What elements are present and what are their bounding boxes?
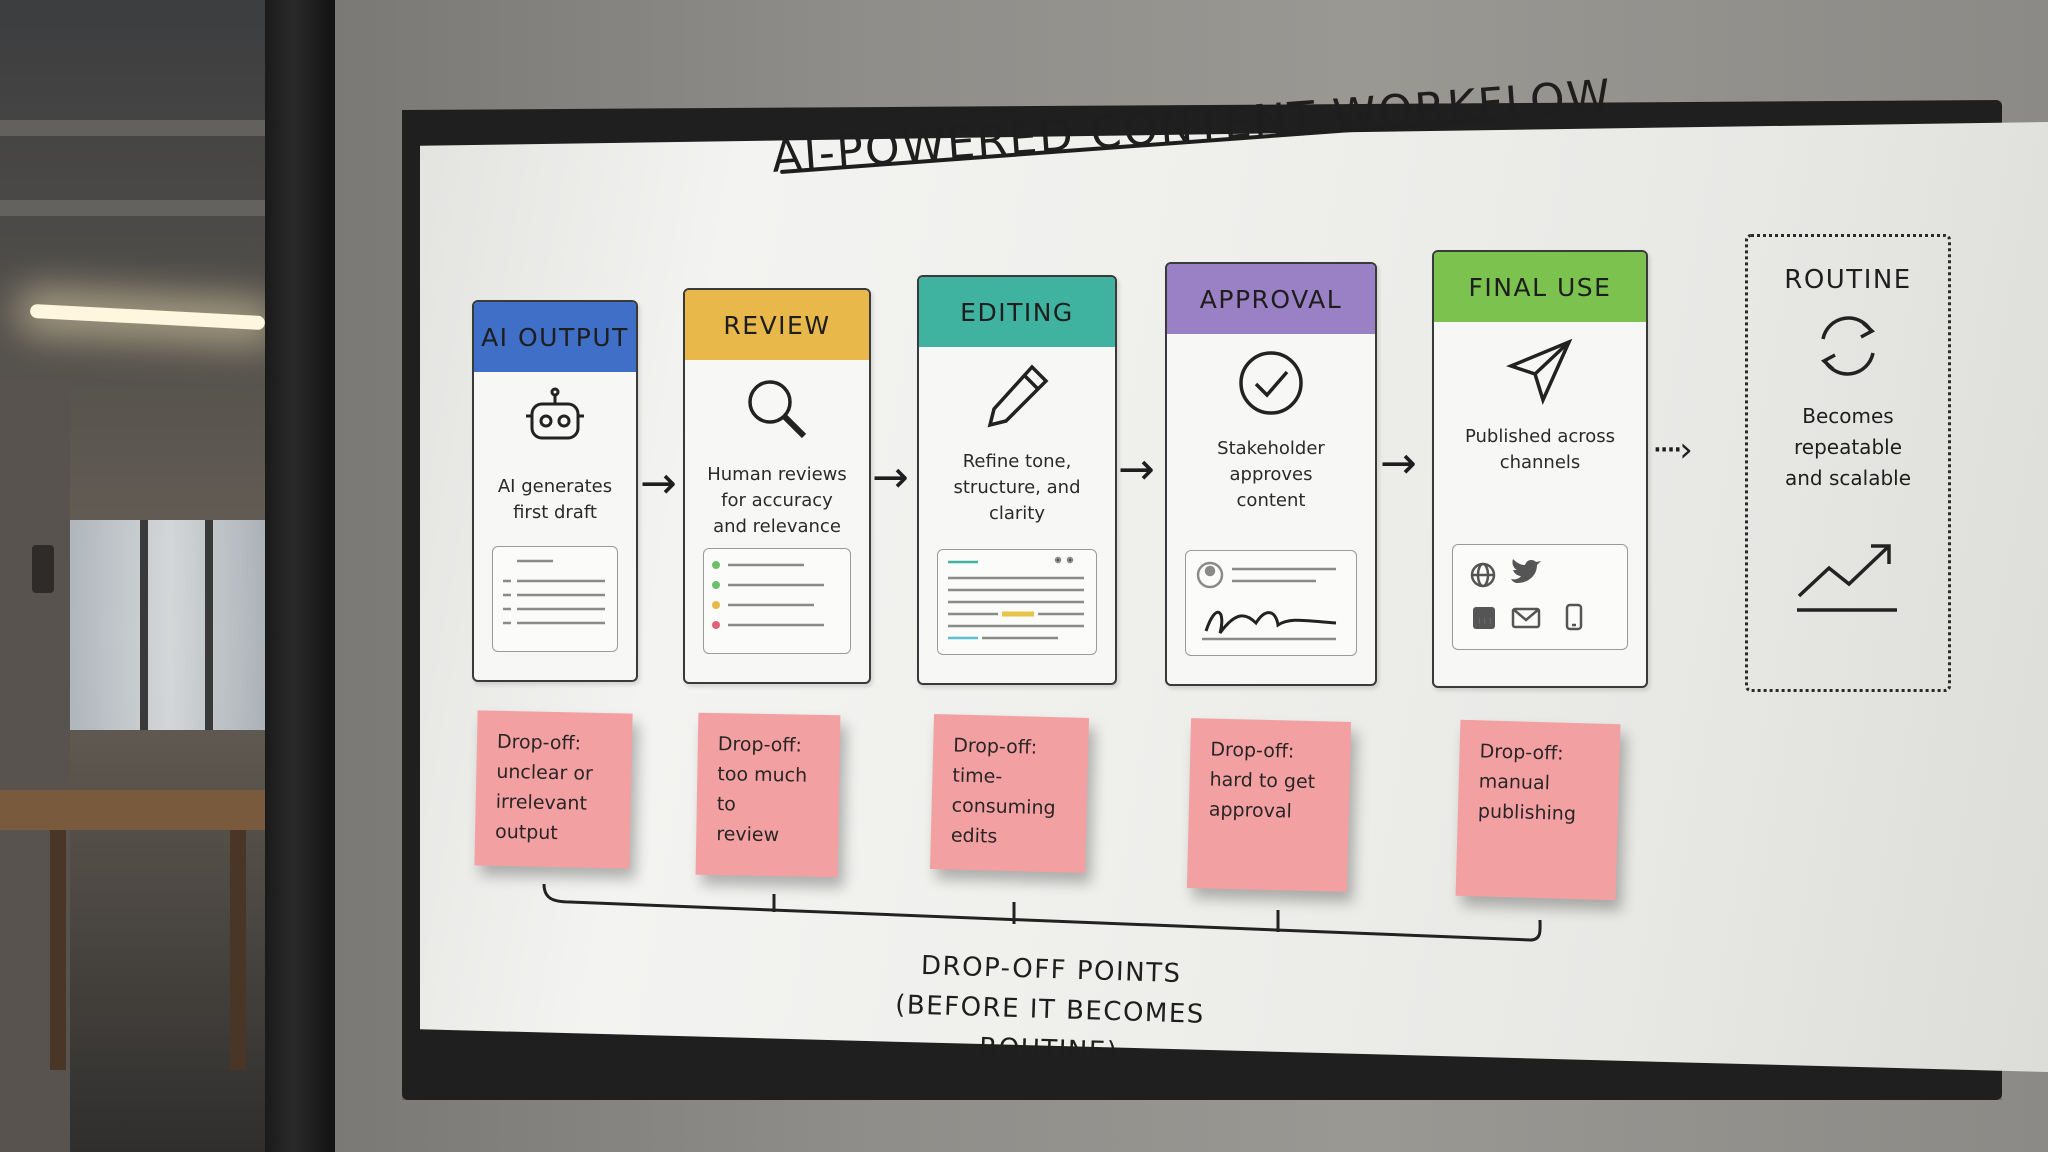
check-circle-icon [1167, 348, 1375, 428]
checklist-sketch [703, 548, 851, 654]
sticky-note-text: Drop-off: manual publishing [1478, 736, 1600, 829]
stage-header: AI OUTPUT [474, 302, 636, 372]
wall-lamp [32, 545, 54, 593]
paper-plane-icon [1434, 336, 1646, 416]
phone-icon [1567, 605, 1581, 629]
flow-arrow: → [640, 458, 677, 509]
stage-description: Stakeholder approves content [1183, 436, 1359, 514]
ceiling-light [30, 304, 265, 330]
sticky-note: Drop-off: manual publishing [1456, 720, 1621, 900]
stage-card-final-use: FINAL USE Published across channels in [1432, 250, 1648, 688]
channels-sketch: in [1452, 544, 1628, 650]
routine-title: ROUTINE [1748, 265, 1948, 295]
stage-card-review: REVIEW Human reviews for accuracy and re… [683, 288, 871, 684]
draft-document-sketch [492, 546, 618, 652]
stage-card-ai-output: AI OUTPUT AI generates first draft [472, 300, 638, 682]
ceiling-beam [0, 200, 300, 216]
text-editor-sketch [937, 549, 1097, 655]
flow-arrow: → [1118, 444, 1155, 495]
sticky-note-text: Drop-off: hard to get approval [1209, 735, 1331, 828]
window-mullion [205, 520, 213, 730]
ceiling-beam [0, 120, 300, 136]
office-background [0, 0, 300, 1152]
office-window [70, 520, 270, 730]
sticky-note: Drop-off: hard to get approval [1187, 718, 1351, 892]
svg-text:in: in [1477, 611, 1493, 629]
dotted-arrow: ····› [1652, 430, 1689, 470]
flow-arrow: → [1380, 438, 1417, 489]
stage-header: FINAL USE [1434, 252, 1646, 322]
stage-description: Published across channels [1450, 424, 1630, 476]
window-mullion [140, 520, 148, 730]
desk-leg [50, 830, 66, 1070]
stage-header: APPROVAL [1167, 264, 1375, 334]
flow-arrow: → [872, 452, 909, 503]
robot-icon [474, 386, 636, 466]
sticky-note: Drop-off: unclear or irrelevant output [474, 710, 632, 868]
stage-card-approval: APPROVAL Stakeholder approves content [1165, 262, 1377, 686]
twitter-icon [1511, 559, 1541, 583]
stage-header: REVIEW [685, 290, 869, 360]
sticky-note: Drop-off: too much to review [696, 713, 841, 877]
routine-box: ROUTINE Becomes repeatable and scalable [1745, 234, 1951, 692]
door-frame [265, 0, 335, 1152]
stage-description: Refine tone, structure, and clarity [935, 449, 1099, 527]
sticky-note-text: Drop-off: too much to review [716, 729, 820, 851]
mail-icon [1513, 609, 1539, 627]
dropoff-bracket [530, 880, 1570, 960]
routine-description: Becomes repeatable and scalable [1748, 401, 1948, 494]
growth-chart-icon [1748, 534, 1948, 614]
sticky-note-text: Drop-off: time-consuming edits [950, 731, 1068, 854]
globe-icon [1472, 564, 1494, 586]
linkedin-icon: in [1473, 607, 1495, 629]
refresh-icon [1748, 309, 1948, 383]
sticky-note: Drop-off: time-consuming edits [930, 714, 1089, 873]
sticky-note-text: Drop-off: unclear or irrelevant output [495, 727, 612, 849]
dropoff-points-label: DROP-OFF POINTS (BEFORE IT BECOMES ROUTI… [848, 944, 1252, 1077]
stage-description: AI generates first draft [490, 474, 620, 526]
pencil-icon [919, 361, 1115, 441]
stage-description: Human reviews for accuracy and relevance [701, 462, 853, 540]
magnifier-icon [685, 374, 869, 454]
signature-sketch [1185, 550, 1357, 656]
stage-card-editing: EDITING Refine tone, structure, and clar… [917, 275, 1117, 685]
stage-header: EDITING [919, 277, 1115, 347]
desk-leg [230, 830, 246, 1070]
desk [0, 790, 300, 830]
